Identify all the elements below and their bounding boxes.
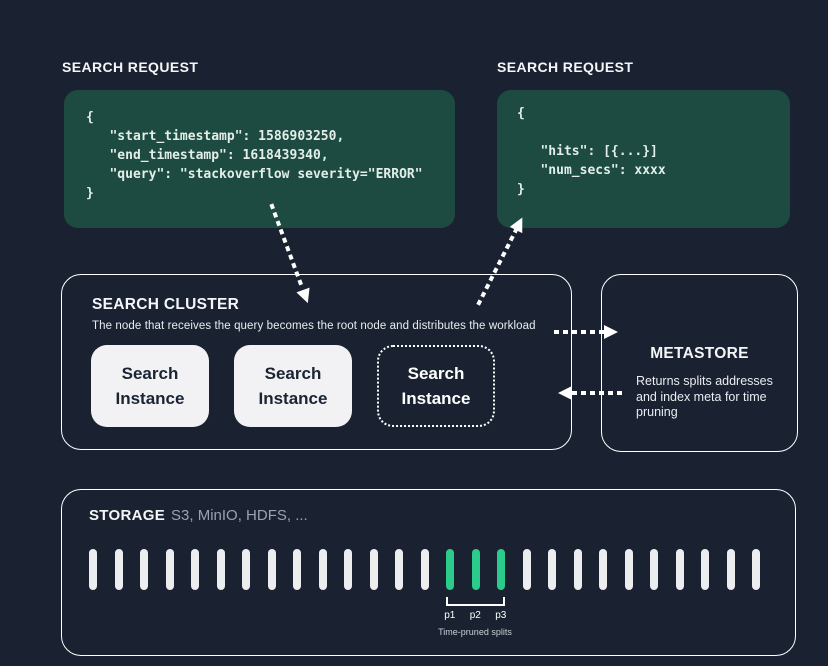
- split-bar: [650, 549, 658, 590]
- storage-header: STORAGE S3, MinIO, HDFS, ...: [89, 507, 308, 524]
- split-bar: [318, 549, 327, 590]
- pruned-splits-labels: p1 p2 p3: [437, 610, 514, 621]
- pruned-splits-caption: Time-pruned splits: [438, 627, 512, 637]
- storage-box: STORAGE S3, MinIO, HDFS, ... p1 p2 p3 Time-…: [61, 489, 796, 656]
- search-instance-node-dashed: Search Instance: [377, 345, 495, 427]
- search-cluster-box: SEARCH CLUSTER The node that receives th…: [61, 274, 572, 450]
- search-response-json: { "hits": [{...}] "num_secs": xxxx }: [517, 106, 666, 197]
- metastore-title: METASTORE: [650, 345, 749, 362]
- pruned-splits-bracket: [446, 597, 505, 606]
- split-bar: [242, 549, 250, 590]
- split-bar: [165, 549, 174, 590]
- split-bar-pruned: [471, 549, 480, 590]
- storage-splits-bars: [89, 549, 760, 590]
- pruned-split-label: p2: [469, 610, 481, 621]
- split-bar: [191, 549, 199, 590]
- split-bar: [216, 549, 225, 590]
- split-bar: [420, 549, 429, 590]
- split-bar-pruned: [446, 549, 454, 590]
- split-bar: [267, 549, 276, 590]
- search-request-json: { "start_timestamp": 1586903250, "end_ti…: [86, 110, 423, 201]
- split-bar: [573, 549, 582, 590]
- split-bar: [522, 549, 531, 590]
- search-instance-label: Search Instance: [258, 364, 328, 408]
- search-cluster-title: SEARCH CLUSTER: [92, 296, 240, 313]
- metastore-box: METASTORE Returns splits addresses and i…: [601, 274, 798, 452]
- split-bar: [369, 549, 378, 590]
- search-instance-node: Search Instance: [234, 345, 352, 427]
- search-instance-label: Search Instance: [115, 364, 185, 408]
- search-response-code-block: { "hits": [{...}] "num_secs": xxxx }: [497, 90, 790, 228]
- split-bar: [701, 549, 709, 590]
- pruned-split-label: p3: [495, 610, 507, 621]
- split-bar: [293, 549, 301, 590]
- search-request-code-block: { "start_timestamp": 1586903250, "end_ti…: [64, 90, 455, 228]
- split-bar-pruned: [497, 549, 505, 590]
- split-bar: [675, 549, 684, 590]
- split-bar: [395, 549, 403, 590]
- search-instance-label: Search Instance: [401, 364, 471, 408]
- metastore-description: Returns splits addresses and index meta …: [636, 374, 773, 419]
- pruned-split-label: p1: [444, 610, 456, 621]
- split-bar: [752, 549, 760, 590]
- request-section-label: SEARCH REQUEST: [62, 59, 199, 75]
- storage-subtitle: S3, MinIO, HDFS, ...: [171, 507, 308, 524]
- split-bar: [114, 549, 123, 590]
- split-bar: [89, 549, 97, 590]
- split-bar: [344, 549, 352, 590]
- split-bar: [624, 549, 633, 590]
- search-instance-node: Search Instance: [91, 345, 209, 427]
- storage-title: STORAGE: [89, 507, 166, 524]
- split-bar: [726, 549, 735, 590]
- split-bar: [140, 549, 148, 590]
- split-bar: [599, 549, 607, 590]
- split-bar: [548, 549, 556, 590]
- response-section-label: SEARCH REQUEST: [497, 59, 634, 75]
- search-cluster-subtitle: The node that receives the query becomes…: [92, 320, 536, 332]
